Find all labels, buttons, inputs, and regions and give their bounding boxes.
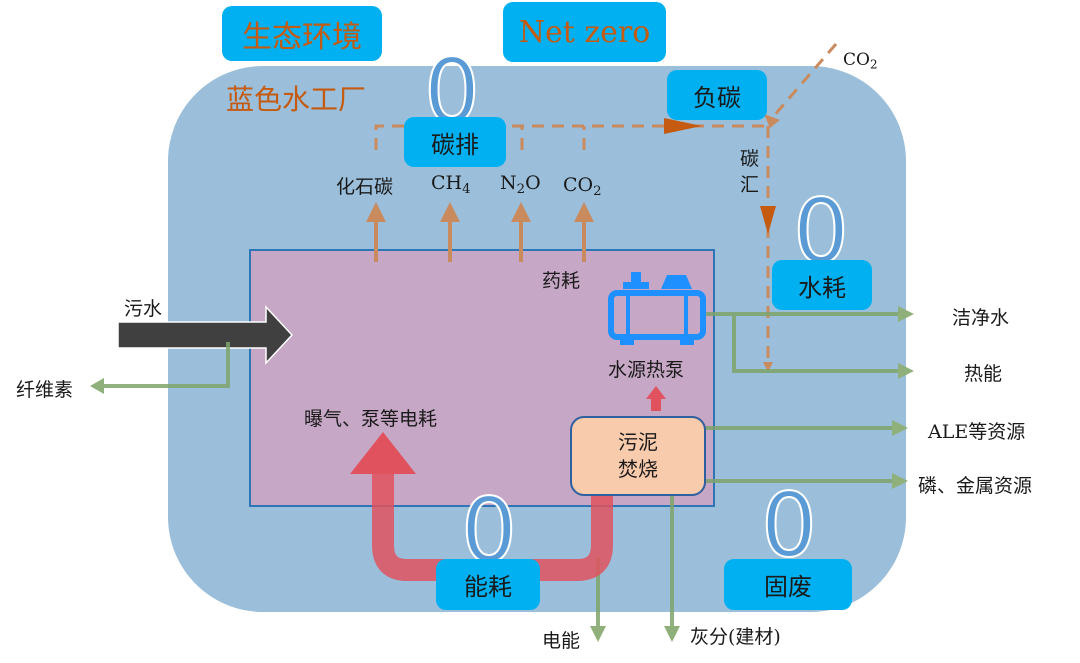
net-zero-tag: Net zero	[503, 2, 666, 62]
solid-waste-tag: 固废	[724, 559, 852, 610]
output-lines	[104, 312, 898, 628]
electricity-label: 电能	[542, 630, 581, 652]
carbon-sink-label-1: 碳	[740, 148, 760, 170]
carbon-dashed-path	[374, 43, 838, 370]
negative-carbon-tag: 负碳	[667, 70, 767, 120]
co2-capture-arrowhead	[764, 114, 780, 128]
ecology-label: 生态环境	[242, 19, 362, 55]
co2-emission-label: CO2	[563, 174, 602, 199]
n2o-label: N2O	[500, 172, 541, 197]
carbon-flow-arrowhead	[664, 118, 702, 134]
co2-capture-line	[770, 43, 838, 119]
heat-recovery-arrow-stem	[651, 397, 661, 411]
aeration-energy-label: 曝气、泵等电耗	[304, 408, 438, 430]
heat-pump-label: 水源热泵	[608, 359, 685, 381]
heat-energy-label: 热能	[964, 363, 1003, 385]
cellulose-label: 纤维素	[16, 379, 74, 401]
sludge-label-1: 污泥	[618, 430, 658, 454]
phosphorus-metal-label: 磷、金属资源	[918, 475, 1033, 497]
carbon-emission-tag: 碳排	[404, 117, 506, 167]
water-consumption-label: 水耗	[798, 273, 846, 302]
clean-water-label: 洁净水	[952, 307, 1010, 329]
carbon-sink-arrowhead	[760, 206, 776, 234]
sludge-incineration-box: 污泥 焚烧	[570, 416, 706, 496]
energy-consumption-tag: 能耗	[436, 559, 540, 610]
negative-carbon-label: 负碳	[693, 83, 741, 112]
energy-arrowhead	[350, 432, 416, 474]
sewage-input-arrow	[117, 305, 294, 365]
carbon-collect-line	[374, 124, 768, 150]
net-zero-label: Net zero	[518, 14, 651, 50]
solid-waste-label: 固废	[764, 573, 812, 601]
sludge-label-2: 焚烧	[618, 457, 658, 481]
ash-label: 灰分(建材)	[690, 626, 781, 648]
sewage-label: 污水	[124, 298, 163, 320]
emission-arrows	[374, 220, 586, 262]
chemical-consumption-label: 药耗	[542, 270, 581, 292]
heat-energy-line	[732, 314, 898, 373]
heat-recovery-arrowhead	[646, 386, 666, 399]
solid-waste-zero-badge: 0	[760, 474, 818, 577]
ale-resources-label: ALE等资源	[928, 421, 1026, 443]
energy-consumption-label: 能耗	[464, 573, 512, 601]
co2-capture-label: CO2	[843, 50, 878, 72]
plant-title: 蓝色水工厂	[226, 83, 367, 116]
fossil-carbon-label: 化石碳	[336, 176, 394, 198]
carbon-sink-end-arrowhead	[763, 362, 773, 372]
ecology-tag: 生态环境	[222, 6, 382, 61]
heat-pump-icon	[608, 272, 706, 345]
cellulose-line	[104, 342, 230, 388]
carbon-sink-label-2: 汇	[740, 174, 760, 196]
carbon-emission-label: 碳排	[431, 130, 479, 159]
water-consumption-tag: 水耗	[772, 260, 872, 310]
ch4-label: CH4	[431, 172, 471, 197]
